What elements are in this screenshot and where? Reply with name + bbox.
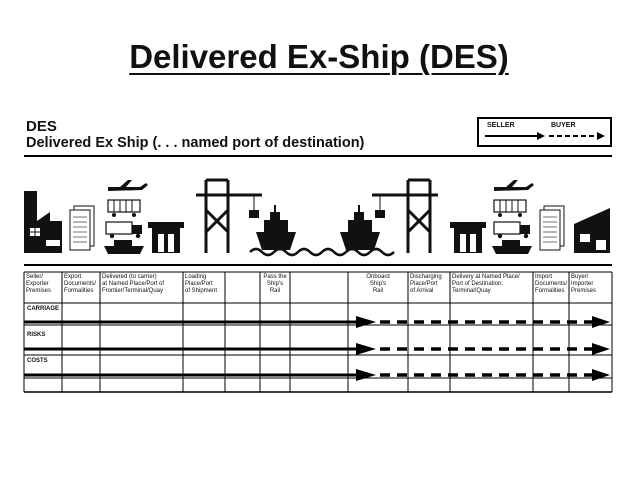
crane-container-right-icon xyxy=(375,210,385,218)
column-header-line: Ship's xyxy=(369,281,387,287)
legend-buyer-label: BUYER xyxy=(551,122,576,129)
column-header-line: Rail xyxy=(269,288,281,294)
seller-arrowhead xyxy=(356,343,376,355)
column-header-line: Premises xyxy=(26,288,52,294)
discharging-crane-icon xyxy=(372,178,438,253)
column-header-line: Pass the xyxy=(263,274,287,280)
column-header-line: Importer xyxy=(571,281,594,287)
legend-arrows xyxy=(485,132,605,140)
buyer-arrowhead xyxy=(592,369,610,381)
terminal-icon xyxy=(148,222,184,253)
column-header-line: Port of Destination: xyxy=(452,281,504,287)
column-header-line: Place/Port xyxy=(185,281,213,287)
slide-title: Delivered Ex-Ship (DES) xyxy=(0,38,638,76)
column-header-line: Delivered (to carrier) xyxy=(102,274,157,280)
column-header-line: of Arrival xyxy=(410,288,434,294)
seller-arrowhead xyxy=(356,316,376,328)
column-header-line: at Named Place/Port of xyxy=(102,281,165,287)
crane-container-icon xyxy=(249,210,259,218)
column-header: Delivered (to carrier)at Named Place/Por… xyxy=(102,274,181,295)
column-header-line: Place/Port xyxy=(410,281,438,287)
column-header-line: Exporter xyxy=(26,281,49,287)
buyer-arrowhead xyxy=(592,316,610,328)
term-name: Delivered Ex Ship (. . . named port of d… xyxy=(26,135,365,151)
column-header-line: Loading xyxy=(185,274,207,280)
row-label-risks: RISKS xyxy=(27,332,46,338)
column-header-line: Frontier/Terminal/Quay xyxy=(102,288,164,294)
column-header-line: Onboard xyxy=(366,274,390,280)
column-header-line: Documents/ xyxy=(535,281,568,287)
slide-title-text: Delivered Ex-Ship (DES) xyxy=(129,38,509,75)
column-header: Delivery at Named Place/Port of Destinat… xyxy=(452,274,531,295)
loading-crane-icon xyxy=(196,178,262,253)
legend-buyer-arrowhead xyxy=(597,132,605,140)
column-header-line: Seller/ xyxy=(26,274,44,280)
column-header-line: Documents/ xyxy=(64,281,97,287)
seller-arrowhead xyxy=(356,369,376,381)
column-header-line: Export xyxy=(64,274,82,280)
import-documents-icon xyxy=(539,205,565,251)
column-header-line: Ship's xyxy=(266,281,284,287)
ship-loading-icon xyxy=(256,205,296,250)
transport-illustration xyxy=(24,178,610,257)
buyer-arrowhead xyxy=(592,343,610,355)
sea-waves xyxy=(249,247,395,257)
column-header-line: of Shipment xyxy=(185,288,218,294)
seller-buyer-legend: SELLER BUYER xyxy=(477,117,612,147)
legend-seller-arrowhead xyxy=(537,132,545,140)
multimodal-carrier-icon xyxy=(104,180,148,254)
delivery-carrier-icon xyxy=(492,180,534,254)
column-header-line: Buyer/ xyxy=(571,274,589,280)
column-header-line: Formalities xyxy=(64,288,94,294)
arrival-terminal-icon xyxy=(450,222,486,253)
column-header-line: Formalities xyxy=(535,288,565,294)
factory-icon xyxy=(24,191,62,253)
column-header-line: Import xyxy=(535,274,553,280)
ship-discharging-icon xyxy=(340,205,380,250)
column-header-line: Delivery at Named Place/ xyxy=(452,274,520,280)
column-header-line: Rail xyxy=(372,288,384,294)
legend-seller-label: SELLER xyxy=(487,122,515,129)
column-header-line: Premises xyxy=(571,288,597,294)
row-label-costs: COSTS xyxy=(27,358,48,364)
term-code: DES xyxy=(26,118,57,135)
export-documents-icon xyxy=(69,205,95,251)
header-rule xyxy=(24,155,612,157)
column-header-line: Discharging xyxy=(410,274,442,280)
column-header-line: Terminal/Quay xyxy=(452,288,491,294)
row-label-carriage: CARRIAGE xyxy=(27,306,60,312)
buyer-warehouse-icon xyxy=(574,208,610,253)
